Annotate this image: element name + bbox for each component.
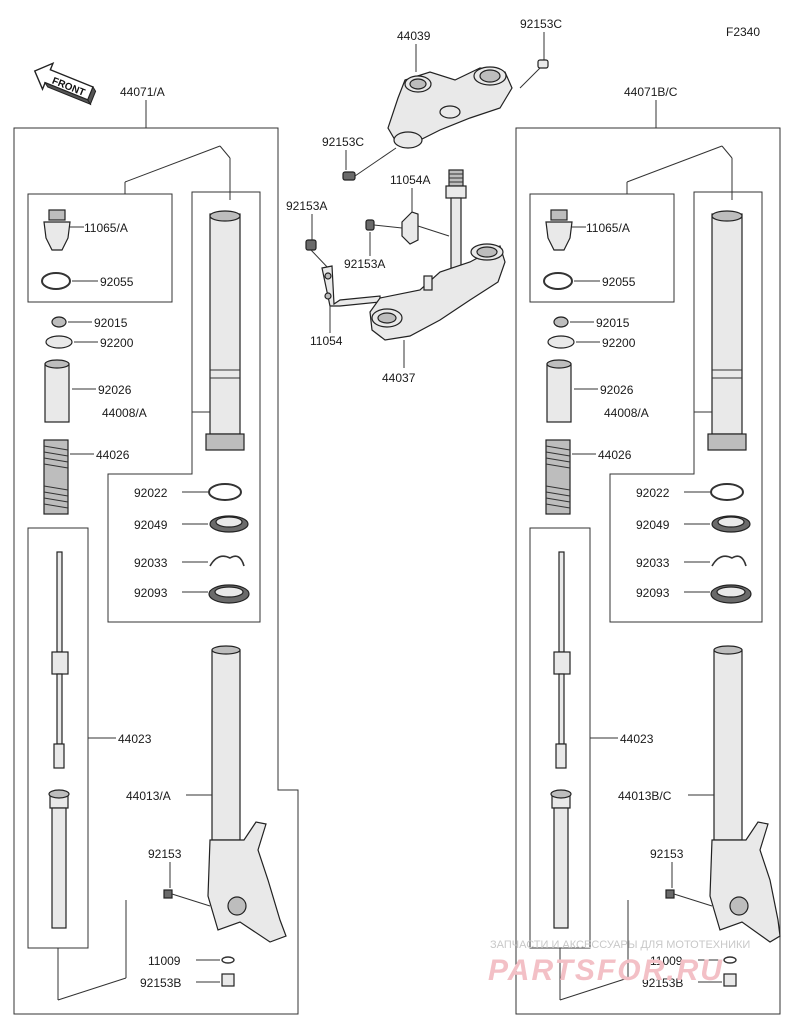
right-damper [550,551,572,929]
label-left-seal-ring: 92022 [134,486,168,500]
left-axle-bolt [163,889,211,907]
right-dust-seal [710,584,752,604]
label-44037: 44037 [382,371,416,385]
right-nut [553,316,569,328]
right-washer [547,335,575,349]
figure-code: F2340 [726,25,760,39]
label-left-inner-tube: 44008/A [102,406,147,420]
label-92153c-left: 92153C [322,135,364,149]
right-spring [545,439,571,515]
label-left-spacer: 92026 [98,383,132,397]
label-right-oil-seal: 92049 [636,518,670,532]
label-left-washer: 92200 [100,336,134,350]
label-right-spacer: 92026 [600,383,634,397]
right-cap [545,209,573,251]
right-axle-bolt [665,889,713,907]
left-outer-tube [207,645,287,943]
right-drain-bolt [723,973,737,987]
right-outer-tube [709,645,781,943]
right-seal-ring [710,483,744,501]
label-right-gasket: 11009 [650,954,683,968]
right-fork-group: 44071B/C 11065/A 92055 92015 92200 92026 [515,85,781,1015]
bolt-92153c-left [342,147,397,181]
label-right-assy: 44071B/C [624,85,678,99]
watermark-line1: ЗАПЧАСТИ И АКСЕССУАРЫ ДЛЯ МОТОТЕХНИКИ [490,939,750,951]
label-92153a-mid: 92153A [344,257,385,271]
bolt-92153a-mid [365,219,403,256]
label-right-washer: 92200 [602,336,636,350]
right-gasket [723,956,737,964]
left-inner-tube [205,210,245,451]
label-11054: 11054 [310,334,343,348]
left-washer [45,335,73,349]
left-fork-group: 44071/A 11065/A 92055 92015 92200 920 [13,85,299,1015]
label-right-drain-bolt: 92153B [642,976,683,990]
label-left-assy: 44071/A [120,85,165,99]
label-left-axle-bolt: 92153 [148,847,182,861]
label-right-damper: 44023 [620,732,654,746]
label-right-inner-tube: 44008/A [604,406,649,420]
label-left-cap: 11065/A [84,221,128,235]
left-spacer [44,359,70,423]
stem-tube [445,169,467,269]
lower-bracket-part [369,243,506,341]
upper-bracket-part [387,66,513,149]
label-92153c-upper: 92153C [520,17,562,31]
right-oring [543,272,573,290]
label-right-cap: 11065/A [586,221,630,235]
label-right-stop-ring: 92033 [636,556,670,570]
left-seal-ring [208,483,242,501]
label-left-dust-seal: 92093 [134,586,168,600]
label-right-oring: 92055 [602,275,636,289]
label-92153a-left: 92153A [286,199,327,213]
label-left-stop-ring: 92033 [134,556,168,570]
label-right-axle-bolt: 92153 [650,847,684,861]
label-right-dust-seal: 92093 [636,586,670,600]
left-damper [48,551,70,929]
label-left-spring: 44026 [96,448,130,462]
label-left-damper: 44023 [118,732,152,746]
right-stop-ring [711,555,747,567]
label-right-seal-ring: 92022 [636,486,670,500]
left-drain-bolt [221,973,235,987]
left-oring [41,272,71,290]
watermark-line2: PARTSFOR.RU [488,954,724,987]
label-right-spring: 44026 [598,448,632,462]
left-dust-seal [208,584,250,604]
right-spacer [546,359,572,423]
label-right-outer-tube: 44013B/C [618,789,672,803]
label-left-oil-seal: 92049 [134,518,168,532]
left-oil-seal [209,515,249,533]
left-nut [51,316,67,328]
label-11054a: 11054A [390,173,430,187]
left-cap [43,209,71,251]
label-left-nut: 92015 [94,316,128,330]
bolt-92153a-left [305,239,331,271]
left-stop-ring [209,555,245,567]
bracket-11054 [321,265,381,307]
clamp-11054a [401,211,450,245]
left-gasket [221,956,235,964]
label-left-outer-tube: 44013/A [126,789,171,803]
label-left-gasket: 11009 [148,954,181,968]
label-left-drain-bolt: 92153B [140,976,181,990]
left-spring [43,439,69,515]
label-44039: 44039 [397,29,431,43]
label-right-nut: 92015 [596,316,630,330]
right-inner-tube [707,210,747,451]
front-arrow-icon: FRONT [33,61,97,106]
label-left-oring: 92055 [100,275,134,289]
steering-stem-group: 44039 92153C 92153C [286,17,562,385]
bolt-92153c-upper [519,59,549,89]
right-oil-seal [711,515,751,533]
